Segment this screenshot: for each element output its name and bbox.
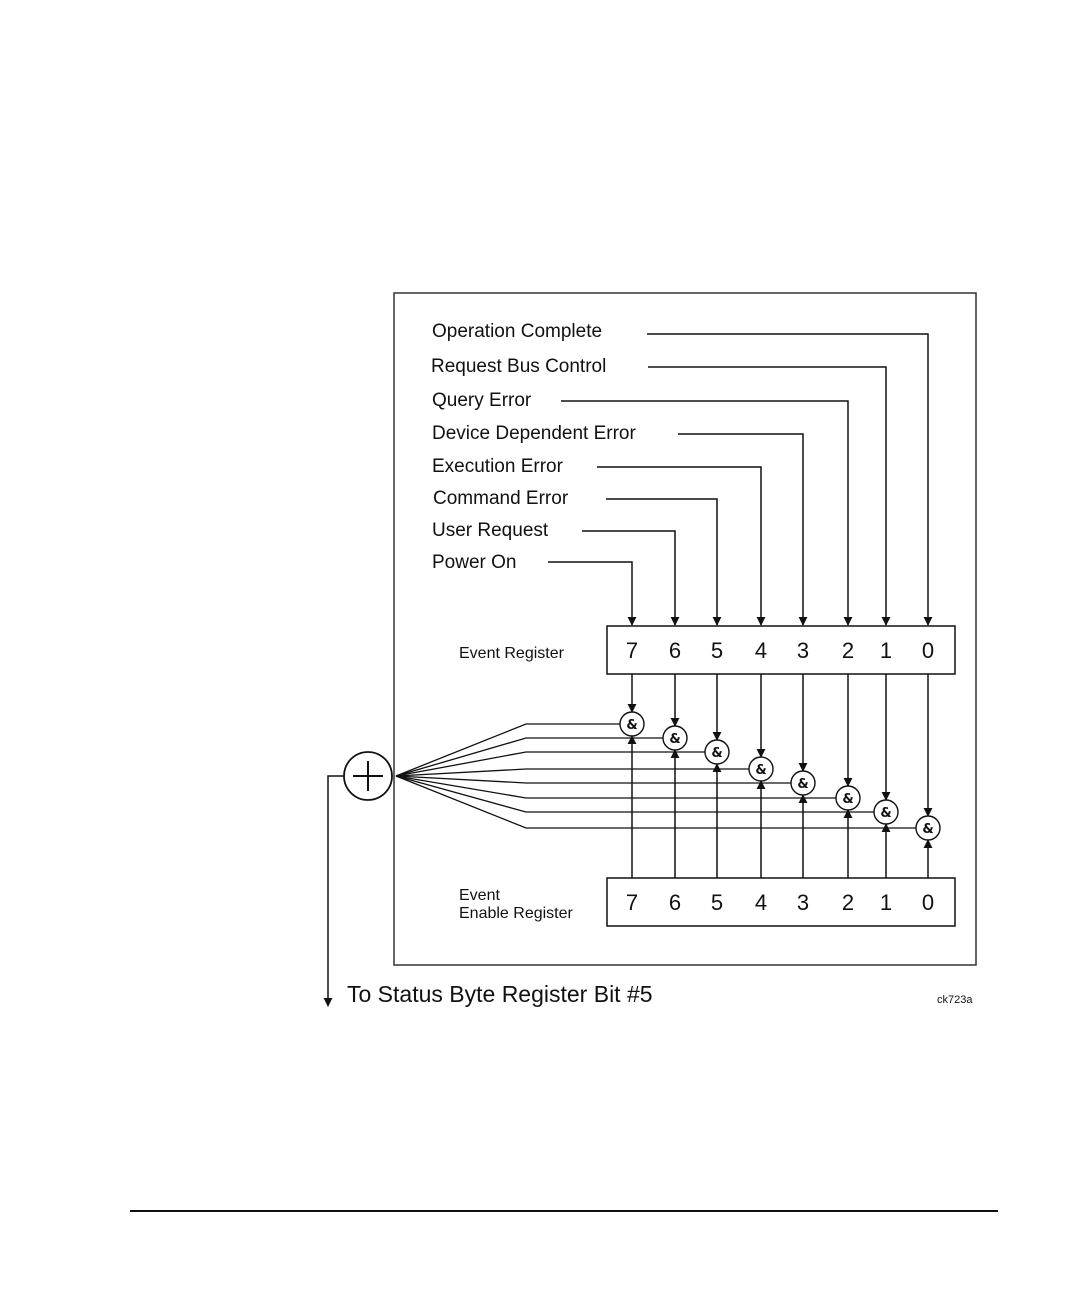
- enable-bit-0: 0: [922, 890, 934, 915]
- label-command-error: Command Error: [433, 488, 569, 509]
- output-label: To Status Byte Register Bit #5: [347, 981, 653, 1007]
- label-user-request: User Request: [432, 520, 549, 541]
- source-line-bit-7: [548, 562, 632, 625]
- and-gate-bit-0: &: [916, 816, 940, 840]
- and-gate-symbol-1: &: [880, 806, 891, 821]
- enable-register-box: [607, 878, 955, 926]
- and-gate-bit-4: &: [749, 757, 773, 781]
- source-line-bit-6: [582, 531, 675, 625]
- event-register-label: Event Register: [459, 645, 565, 662]
- and-gate-symbol-2: &: [842, 792, 853, 807]
- label-request-bus-control: Request Bus Control: [431, 356, 606, 377]
- event-bit-3: 3: [797, 638, 809, 663]
- and-gate-bit-6: &: [663, 726, 687, 750]
- enable-bit-1: 1: [880, 890, 892, 915]
- label-device-dependent-error: Device Dependent Error: [432, 423, 636, 444]
- event-bit-1: 1: [880, 638, 892, 663]
- label-operation-complete: Operation Complete: [432, 321, 602, 342]
- and-gate-bit-2: &: [836, 786, 860, 810]
- enable-bit-6: 6: [669, 890, 681, 915]
- source-line-bit-3: [678, 434, 803, 625]
- gate-to-or-wire-5: [396, 752, 705, 776]
- and-gate-symbol-3: &: [797, 777, 808, 792]
- and-gate-symbol-7: &: [626, 718, 637, 733]
- gate-wires: [396, 674, 928, 878]
- and-gate-symbol-0: &: [922, 822, 933, 837]
- figure-code: ck723a: [937, 994, 973, 1006]
- gate-to-or-wire-6: [396, 738, 663, 776]
- event-bit-6: 6: [669, 638, 681, 663]
- gate-to-or-wire-7: [396, 724, 620, 776]
- enable-register-label-line1: Event: [459, 887, 500, 904]
- gate-to-or-wire-4: [396, 769, 749, 776]
- event-register-box: [607, 626, 955, 674]
- source-line-bit-1: [648, 367, 886, 625]
- source-lines: [548, 334, 928, 625]
- label-query-error: Query Error: [432, 390, 532, 411]
- enable-bit-4: 4: [755, 890, 767, 915]
- event-bit-4: 4: [755, 638, 767, 663]
- enable-bit-3: 3: [797, 890, 809, 915]
- and-gate-bit-7: &: [620, 712, 644, 736]
- and-gate-bit-1: &: [874, 800, 898, 824]
- gate-to-or-wire-3: [396, 776, 791, 783]
- event-bit-0: 0: [922, 638, 934, 663]
- or-gate: [344, 752, 392, 800]
- enable-register-label-line2: Enable Register: [459, 905, 574, 922]
- event-register-bits: 7 6 5 4 3 2 1 0: [626, 638, 934, 663]
- event-bit-5: 5: [711, 638, 723, 663]
- event-bit-7: 7: [626, 638, 638, 663]
- and-gate-bit-3: &: [791, 771, 815, 795]
- and-gate-bit-5: &: [705, 740, 729, 764]
- label-execution-error: Execution Error: [432, 456, 564, 477]
- and-gates: & & & & & & & &: [620, 712, 940, 840]
- and-gate-symbol-6: &: [669, 732, 680, 747]
- enable-bit-2: 2: [842, 890, 854, 915]
- and-gate-symbol-4: &: [755, 763, 766, 778]
- enable-register-bits: 7 6 5 4 3 2 1 0: [626, 890, 934, 915]
- footer-rule: [130, 1210, 998, 1212]
- source-line-bit-4: [597, 467, 761, 625]
- event-bit-2: 2: [842, 638, 854, 663]
- label-power-on: Power On: [432, 552, 516, 573]
- enable-bit-7: 7: [626, 890, 638, 915]
- and-gate-symbol-5: &: [711, 746, 722, 761]
- enable-bit-5: 5: [711, 890, 723, 915]
- output-line: [328, 776, 344, 1006]
